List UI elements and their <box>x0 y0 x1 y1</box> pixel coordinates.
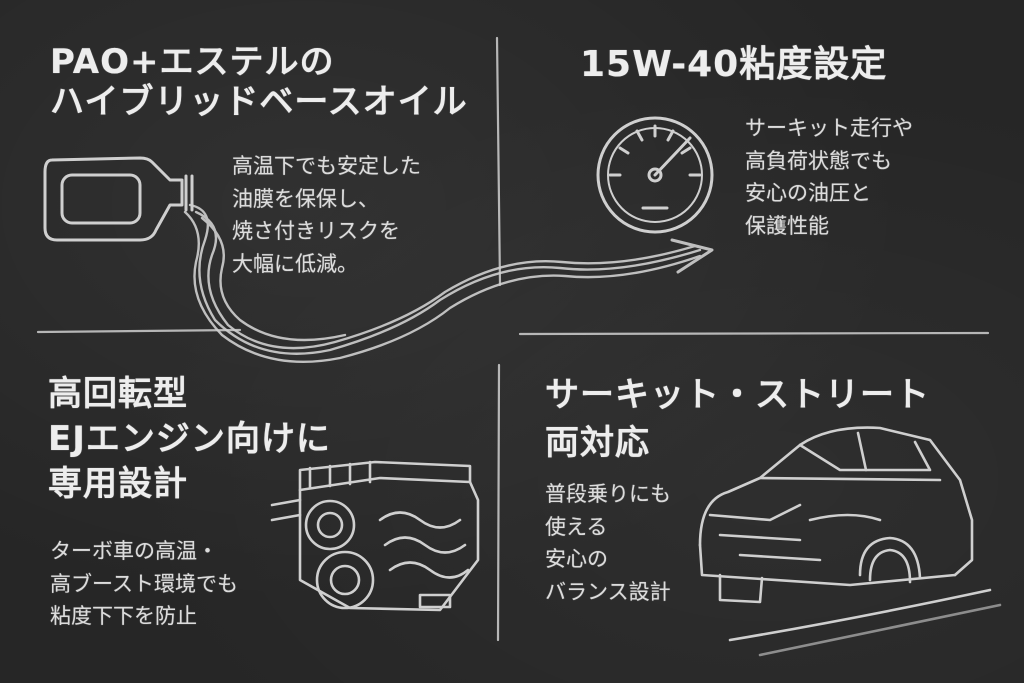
oil-body-line-1: 高温下でも安定した <box>232 154 421 178</box>
oil-body-line-3: 焼さ付きリスクを <box>232 219 400 244</box>
street-body-line-2: 使える <box>545 514 608 539</box>
engine-panel-title: 高回転型 EJエンジン向けに 専用設計 <box>48 372 331 507</box>
viscosity-panel-title: 15W-40粘度設定 <box>580 44 888 85</box>
oil-body-line-4: 大幅に低減。 <box>232 251 358 276</box>
car-icon <box>698 426 1002 657</box>
street-body-line-4: バランス設計 <box>545 579 671 604</box>
engine-body-line-3: 粘度下下を防止 <box>50 604 197 629</box>
viscosity-body-line-1: サーキット走行や <box>745 116 913 140</box>
oil-panel-title: PAO+エステルの ハイブリッドベースオイル <box>50 42 468 122</box>
oil-title-line-1: PAO+エステルの <box>50 42 335 82</box>
street-title-line-1: サーキット・ストリート <box>545 375 930 415</box>
engine-panel-body: ターボ車の高温・ 高ブースト環境でも 粘度下下を防止 <box>50 535 238 633</box>
viscosity-body-line-2: 高負荷状態でも <box>745 148 892 173</box>
oil-body-line-2: 油膜を保保し、 <box>232 186 379 211</box>
engine-icon <box>270 460 480 612</box>
engine-body-line-2: 高ブースト環境でも <box>50 571 238 596</box>
oil-bottle-icon <box>43 156 194 242</box>
oil-stream <box>183 203 714 364</box>
street-body-line-1: 普段乗りにも <box>545 482 671 506</box>
street-title-line-2: 両対応 <box>545 422 650 463</box>
pressure-gauge-icon <box>596 116 714 234</box>
street-body-line-3: 安心の <box>545 547 608 572</box>
oil-panel-body: 高温下でも安定した 油膜を保保し、 焼さ付きリスクを 大幅に低減。 <box>232 150 421 280</box>
viscosity-panel-body: サーキット走行や 高負荷状態でも 安心の油圧と 保護性能 <box>745 112 913 242</box>
street-panel-title: サーキット・ストリート 両対応 <box>545 372 930 467</box>
street-panel-body: 普段乗りにも 使える 安心の バランス設計 <box>545 478 671 608</box>
divider-horizontal <box>36 328 990 336</box>
viscosity-body-line-3: 安心の油圧と <box>745 181 871 206</box>
oil-title-line-2: ハイブリッドベースオイル <box>50 82 468 123</box>
engine-title-line-1: 高回転型 <box>48 374 188 414</box>
engine-title-line-2: EJエンジン向けに <box>48 418 331 459</box>
engine-title-line-3: 専用設計 <box>48 463 188 504</box>
engine-body-line-1: ターボ車の高温・ <box>50 539 218 563</box>
viscosity-body-line-4: 保護性能 <box>745 213 829 238</box>
divider-vertical <box>495 36 502 642</box>
